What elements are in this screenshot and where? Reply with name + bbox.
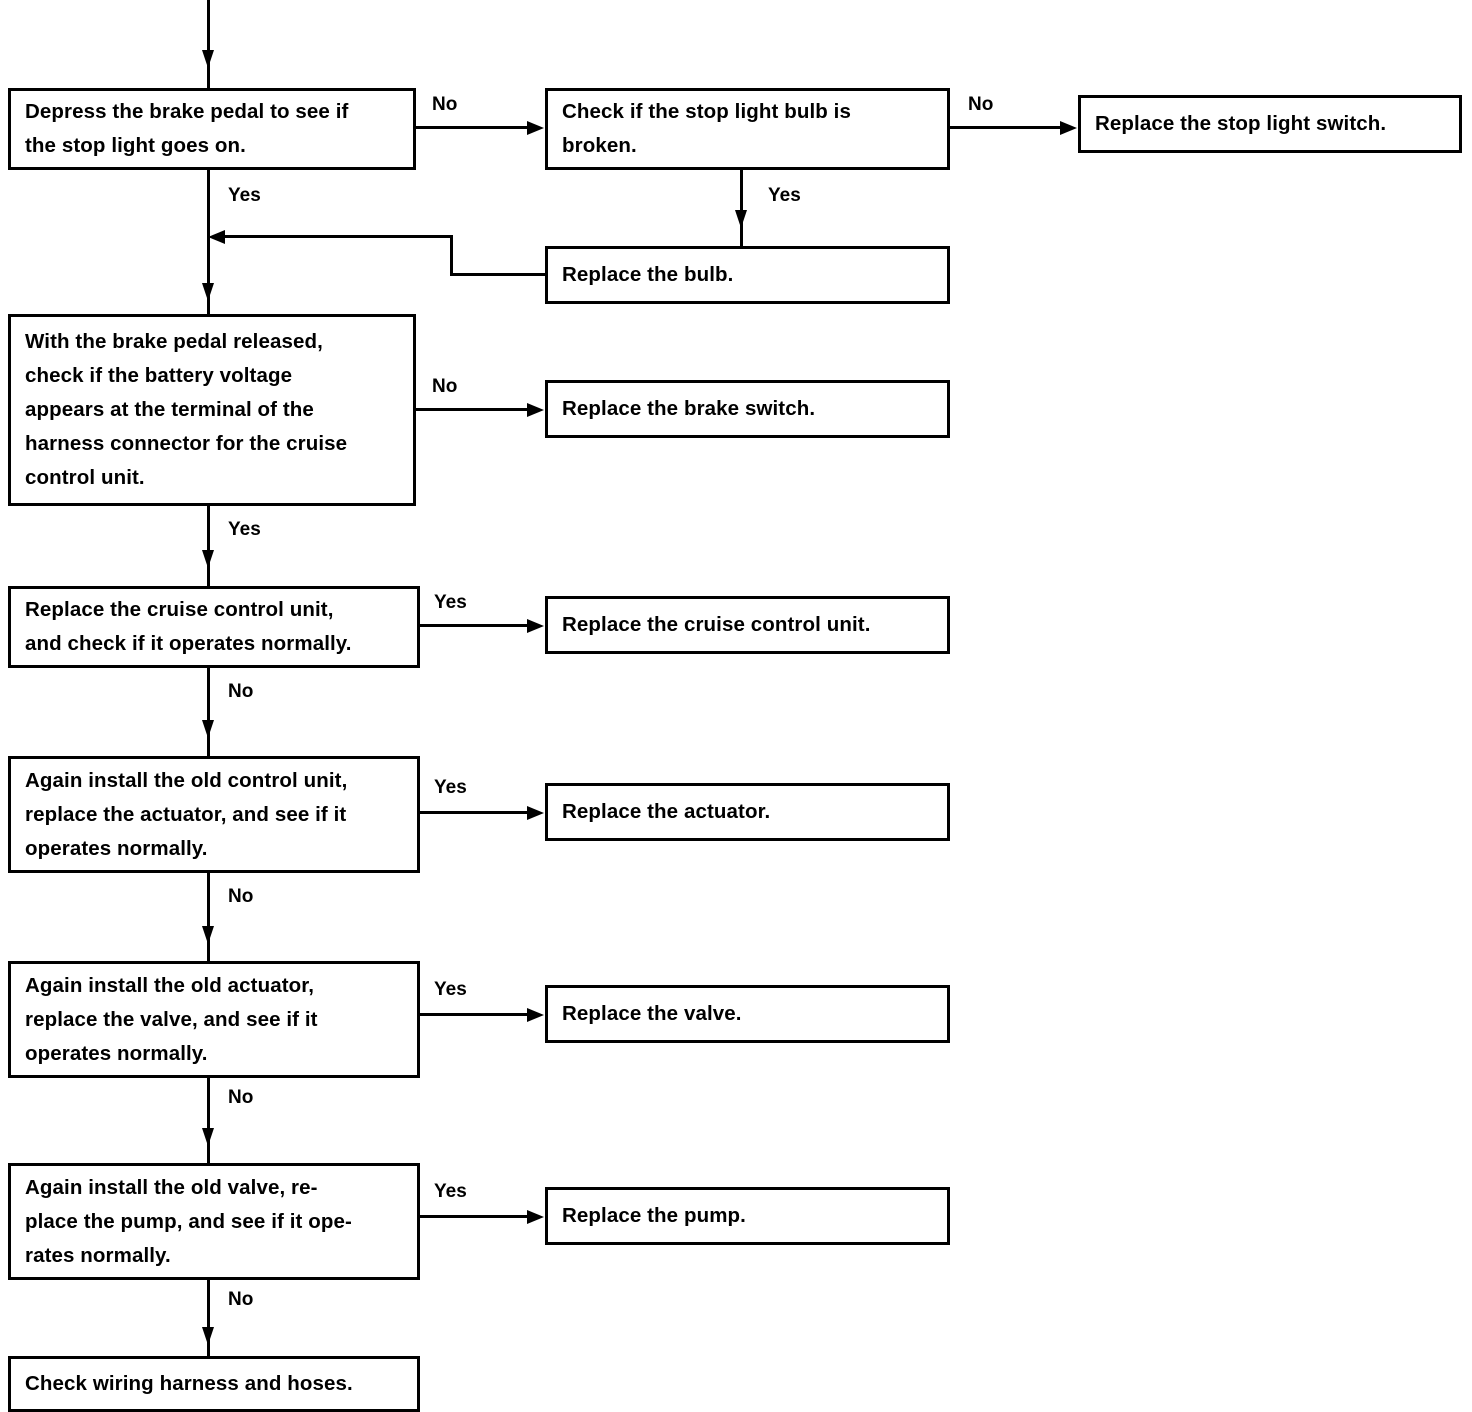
loopback-replacebulb-seg-upper [225,235,453,238]
node-check-bulb-broken-label: Check if the stop light bulb is broken. [562,100,851,157]
node-check-wiring-harness[interactable]: Check wiring harness and hoses. [8,1356,420,1412]
node-replace-pump-label: Replace the pump. [562,1204,746,1227]
arrowhead-checkbulb-to-switch [1060,121,1077,135]
node-replace-brake-switch[interactable]: Replace the brake switch. [545,380,950,438]
spine-row5-to-row6 [207,1078,210,1163]
node-check-battery-voltage-label: With the brake pedal released, check if … [25,330,348,489]
edge-checkbulb-to-replacebulb-lower [740,222,743,248]
node-replace-stop-light-switch-label: Replace the stop light switch. [1095,112,1387,135]
edge-oldcontrol-to-replaceactuator [419,811,528,814]
node-depress-brake-pedal-label: Depress the brake pedal to see if the st… [25,100,349,157]
edge-battery-to-brakeswitch [415,408,528,411]
spine-row3-to-row4 [207,668,210,756]
node-check-wiring-harness-label: Check wiring harness and hoses. [25,1372,353,1395]
node-replace-cruise-control-unit-label: Replace the cruise control unit. [562,613,871,636]
node-replace-brake-switch-label: Replace the brake switch. [562,397,816,420]
edge-label-yes-2: Yes [768,185,801,206]
spine-row4-to-row5 [207,873,210,961]
arrowhead-depress-to-checkbulb [527,121,544,135]
connector-incoming-top-lower [207,62,210,90]
node-depress-brake-pedal[interactable]: Depress the brake pedal to see if the st… [8,88,416,170]
edge-checkbulb-to-replacebulb [740,170,743,222]
node-replace-cruise-control-unit[interactable]: Replace the cruise control unit. [545,596,950,654]
node-replace-actuator[interactable]: Replace the actuator. [545,783,950,841]
arrowhead-edge-oldcontrol-to-replaceactuator [527,806,544,820]
edge-label-no-5: No [228,886,254,907]
spine-row2-to-row3 [207,506,210,586]
edge-label-no-4: No [228,681,254,702]
edge-depress-to-checkbulb [415,126,528,129]
arrowhead-spine-row1-to-row2 [202,283,214,301]
edge-label-yes-6: Yes [434,979,467,1000]
arrowhead-edge-ccu-to-replaceccu [527,619,544,633]
arrowhead-spine-row4-to-row5 [202,926,214,944]
edge-label-no-1: No [432,94,458,115]
arrowhead-edge-oldactuator-to-replacevalve [527,1008,544,1022]
edge-label-no-6: No [228,1087,254,1108]
connector-incoming-top [207,0,210,58]
node-check-bulb-broken[interactable]: Check if the stop light bulb is broken. [545,88,950,170]
node-old-valve-new-pump[interactable]: Again install the old valve, re- place t… [8,1163,420,1280]
node-replace-ccu-and-check-label: Replace the cruise control unit, and che… [25,598,352,655]
node-replace-pump[interactable]: Replace the pump. [545,1187,950,1245]
edge-label-yes-3: Yes [228,519,261,540]
arrowhead-checkbulb-to-replacebulb [735,210,747,228]
arrowhead-incoming-top [202,50,214,68]
node-old-actuator-new-valve-label: Again install the old actuator, replace … [25,973,318,1065]
node-replace-bulb-label: Replace the bulb. [562,263,734,286]
spine-row1-to-row2 [207,170,210,320]
node-replace-valve-label: Replace the valve. [562,1002,742,1025]
node-check-battery-voltage[interactable]: With the brake pedal released, check if … [8,314,416,506]
edge-label-no-2: No [968,94,994,115]
edge-checkbulb-to-switch [949,126,1061,129]
loopback-replacebulb-seg-vert [450,235,453,275]
node-old-actuator-new-valve[interactable]: Again install the old actuator, replace … [8,961,420,1078]
edge-ccu-to-replaceccu [419,624,528,627]
node-old-valve-new-pump-label: Again install the old valve, re- place t… [25,1175,352,1267]
spine-row6-to-row7 [207,1280,210,1362]
node-old-control-unit-new-actuator[interactable]: Again install the old control unit, repl… [8,756,420,873]
node-old-control-unit-new-actuator-label: Again install the old control unit, repl… [25,768,348,860]
edge-label-yes-7: Yes [434,1181,467,1202]
edge-label-no-7: No [228,1289,254,1310]
node-replace-bulb[interactable]: Replace the bulb. [545,246,950,304]
node-replace-ccu-and-check[interactable]: Replace the cruise control unit, and che… [8,586,420,668]
arrowhead-spine-row2-to-row3 [202,550,214,568]
loopback-replacebulb-seg-lower [450,273,546,276]
edge-oldactuator-to-replacevalve [419,1013,528,1016]
arrowhead-spine-row5-to-row6 [202,1128,214,1146]
edge-label-no-3: No [432,376,458,397]
edge-label-yes-1: Yes [228,185,261,206]
edge-label-yes-4: Yes [434,592,467,613]
arrowhead-edge-battery-to-brakeswitch [527,403,544,417]
edge-oldvalve-to-replacepump [419,1215,528,1218]
edge-label-yes-5: Yes [434,777,467,798]
arrowhead-loopback-replacebulb [208,230,225,244]
arrowhead-spine-row3-to-row4 [202,720,214,738]
arrowhead-spine-row6-to-row7 [202,1327,214,1345]
node-replace-actuator-label: Replace the actuator. [562,800,771,823]
node-replace-valve[interactable]: Replace the valve. [545,985,950,1043]
node-replace-stop-light-switch[interactable]: Replace the stop light switch. [1078,95,1462,153]
arrowhead-edge-oldvalve-to-replacepump [527,1210,544,1224]
